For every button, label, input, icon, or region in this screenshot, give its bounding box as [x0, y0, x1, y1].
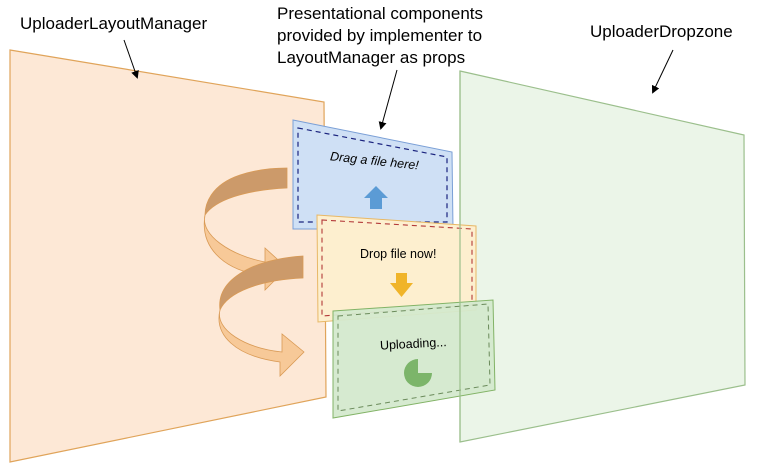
drag-state-card: Drag a file here!	[292, 119, 454, 230]
presentational-label-line-2: provided by implementer to	[277, 26, 482, 45]
uploading-state-card: Uploading...	[332, 299, 496, 419]
uploading-card-label: Uploading...	[380, 335, 447, 352]
presentational-label-line-1: Presentational components	[277, 4, 483, 23]
pie-progress-icon	[404, 359, 432, 387]
dropzone-plane	[459, 70, 746, 443]
curved-arrow-icon	[218, 255, 305, 377]
presentational-callout-arrow	[378, 69, 398, 130]
layout-manager-label: UploaderLayoutManager	[20, 14, 207, 33]
drop-card-label: Drop file now!	[360, 247, 436, 261]
arrow-up-icon	[364, 186, 388, 209]
presentational-label-line-3: LayoutManager as props	[277, 48, 465, 67]
layout-manager-callout-arrow	[123, 39, 139, 79]
dropzone-callout-arrow	[651, 49, 674, 94]
dropzone-label: UploaderDropzone	[590, 22, 733, 41]
layout-manager-plane	[9, 49, 327, 463]
arrow-down-icon	[390, 273, 413, 297]
